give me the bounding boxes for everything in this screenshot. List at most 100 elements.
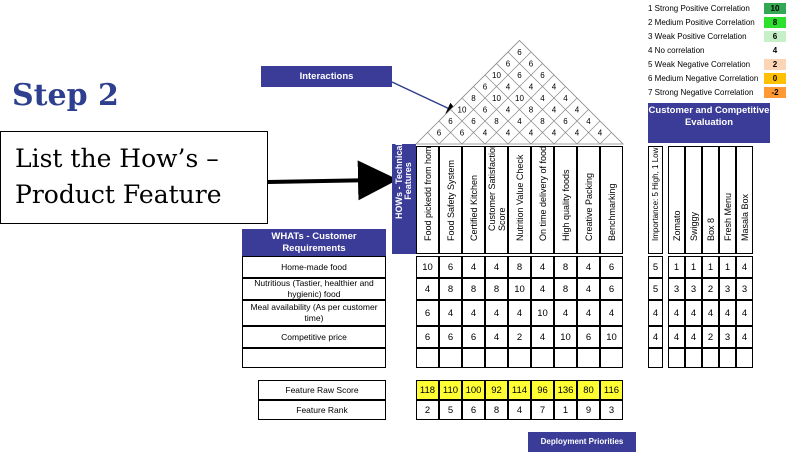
eval-cell: 1 (668, 256, 685, 278)
matrix-cell (416, 348, 439, 368)
roof-outline (415, 39, 624, 145)
roof-gridline (507, 51, 601, 145)
eval-cell: 2 (702, 278, 719, 300)
roof-gridline (553, 109, 589, 145)
matrix-cell (462, 348, 485, 368)
roof-value: 4 (586, 117, 591, 126)
requirement-label: Competitive price (242, 326, 386, 348)
competitor-header-label: Fresh Menu (722, 192, 733, 241)
raw-score-cell: 80 (577, 380, 600, 400)
raw-score-cell: 116 (600, 380, 623, 400)
eval-cell: 1 (685, 256, 702, 278)
matrix-cell: 4 (416, 278, 439, 300)
matrix-cell: 6 (462, 326, 485, 348)
rank-cell: 1 (554, 400, 577, 420)
roof-value: 6 (517, 48, 522, 57)
matrix-cell: 8 (554, 278, 577, 300)
eval-cell: 3 (719, 278, 736, 300)
raw-score-cell: 92 (485, 380, 508, 400)
feature-header: Customer Satisfaction Score (485, 146, 508, 254)
roof-value: 10 (492, 94, 501, 103)
feature-header-label: On time delivery of food (537, 146, 548, 241)
roof-value: 4 (552, 106, 557, 115)
eval-cell: 4 (685, 326, 702, 348)
matrix-cell: 4 (554, 300, 577, 326)
matrix-cell: 4 (485, 300, 508, 326)
roof-gridline (507, 86, 566, 145)
matrix-cell: 4 (577, 278, 600, 300)
eval-cell: 1 (702, 256, 719, 278)
roof-value: 6 (529, 60, 534, 69)
matrix-cell: 10 (531, 300, 554, 326)
rank-cell: 4 (508, 400, 531, 420)
matrix-cell: 8 (439, 278, 462, 300)
roof-value: 4 (483, 129, 488, 138)
legend-label: 3 Weak Positive Correlation (648, 32, 747, 41)
eval-cell: 4 (702, 300, 719, 326)
roof-value: 10 (458, 106, 467, 115)
matrix-cell: 4 (600, 300, 623, 326)
feature-header: Creative Packing (577, 146, 600, 254)
raw-score-cell: 114 (508, 380, 531, 400)
hows-header: HOWs - Technical Features (392, 144, 416, 254)
roof-value: 8 (540, 117, 545, 126)
raw-score-cell: 100 (462, 380, 485, 400)
matrix-cell: 8 (485, 278, 508, 300)
roof-value: 8 (471, 94, 476, 103)
roof-value: 4 (598, 129, 603, 138)
feature-header: Benchmarking (600, 146, 623, 254)
importance-cell: 5 (648, 256, 663, 278)
roof-value: 6 (460, 129, 465, 138)
roof-value: 4 (563, 94, 568, 103)
roof-gridline (496, 63, 578, 145)
note-line-1: List the How’s – (15, 144, 219, 173)
matrix-cell: 2 (508, 326, 531, 348)
legend-label: 4 No correlation (648, 46, 705, 55)
legend-row: 7 Strong Negative Correlation -2 (648, 86, 788, 99)
matrix-cell: 10 (416, 256, 439, 278)
roof-value: 4 (506, 129, 511, 138)
roof-value: 6 (506, 60, 511, 69)
competitor-header-label: Swiggy (688, 211, 699, 241)
feature-header-label: Certified Kitchen (468, 174, 479, 241)
matrix-cell: 4 (531, 278, 554, 300)
matrix-cell (485, 348, 508, 368)
roof-value: 6 (471, 117, 476, 126)
note-box: List the How’s – Product Feature (0, 131, 268, 224)
eval-cell: 4 (736, 256, 753, 278)
rank-cell: 8 (485, 400, 508, 420)
eval-cell: 3 (719, 326, 736, 348)
matrix-cell: 8 (462, 278, 485, 300)
eval-cell: 1 (719, 256, 736, 278)
roof-value: 6 (540, 71, 545, 80)
matrix-cell: 6 (416, 300, 439, 326)
feature-header: High quality foods (554, 146, 577, 254)
legend-value: -2 (764, 87, 786, 98)
competitor-header: Masala Box (736, 146, 753, 254)
requirement-label: Home-made food (242, 256, 386, 278)
roof-value: 6 (483, 83, 488, 92)
matrix-cell: 6 (577, 326, 600, 348)
eval-cell: 4 (736, 300, 753, 326)
legend-label: 7 Strong Negative Correlation (648, 88, 754, 97)
eval-cell: 3 (668, 278, 685, 300)
feature-header-label: Nutrition Value Check (514, 154, 525, 241)
matrix-cell (577, 348, 600, 368)
roof-value: 4 (506, 106, 511, 115)
eval-cell: 4 (668, 300, 685, 326)
feature-header-label: Creative Packing (583, 172, 594, 241)
feature-header: Food pickedd from home (416, 146, 439, 254)
note-line-2: Product Feature (15, 180, 222, 209)
eval-cell: 4 (685, 300, 702, 326)
eval-cell: 3 (736, 278, 753, 300)
roof-value: 4 (575, 129, 580, 138)
matrix-cell: 6 (439, 256, 462, 278)
requirement-label (242, 348, 386, 368)
roof-value: 4 (529, 83, 534, 92)
roof-gridline (427, 132, 440, 145)
eval-cell (736, 348, 753, 368)
roof-value: 4 (517, 117, 522, 126)
raw-score-label: Feature Raw Score (258, 380, 386, 400)
